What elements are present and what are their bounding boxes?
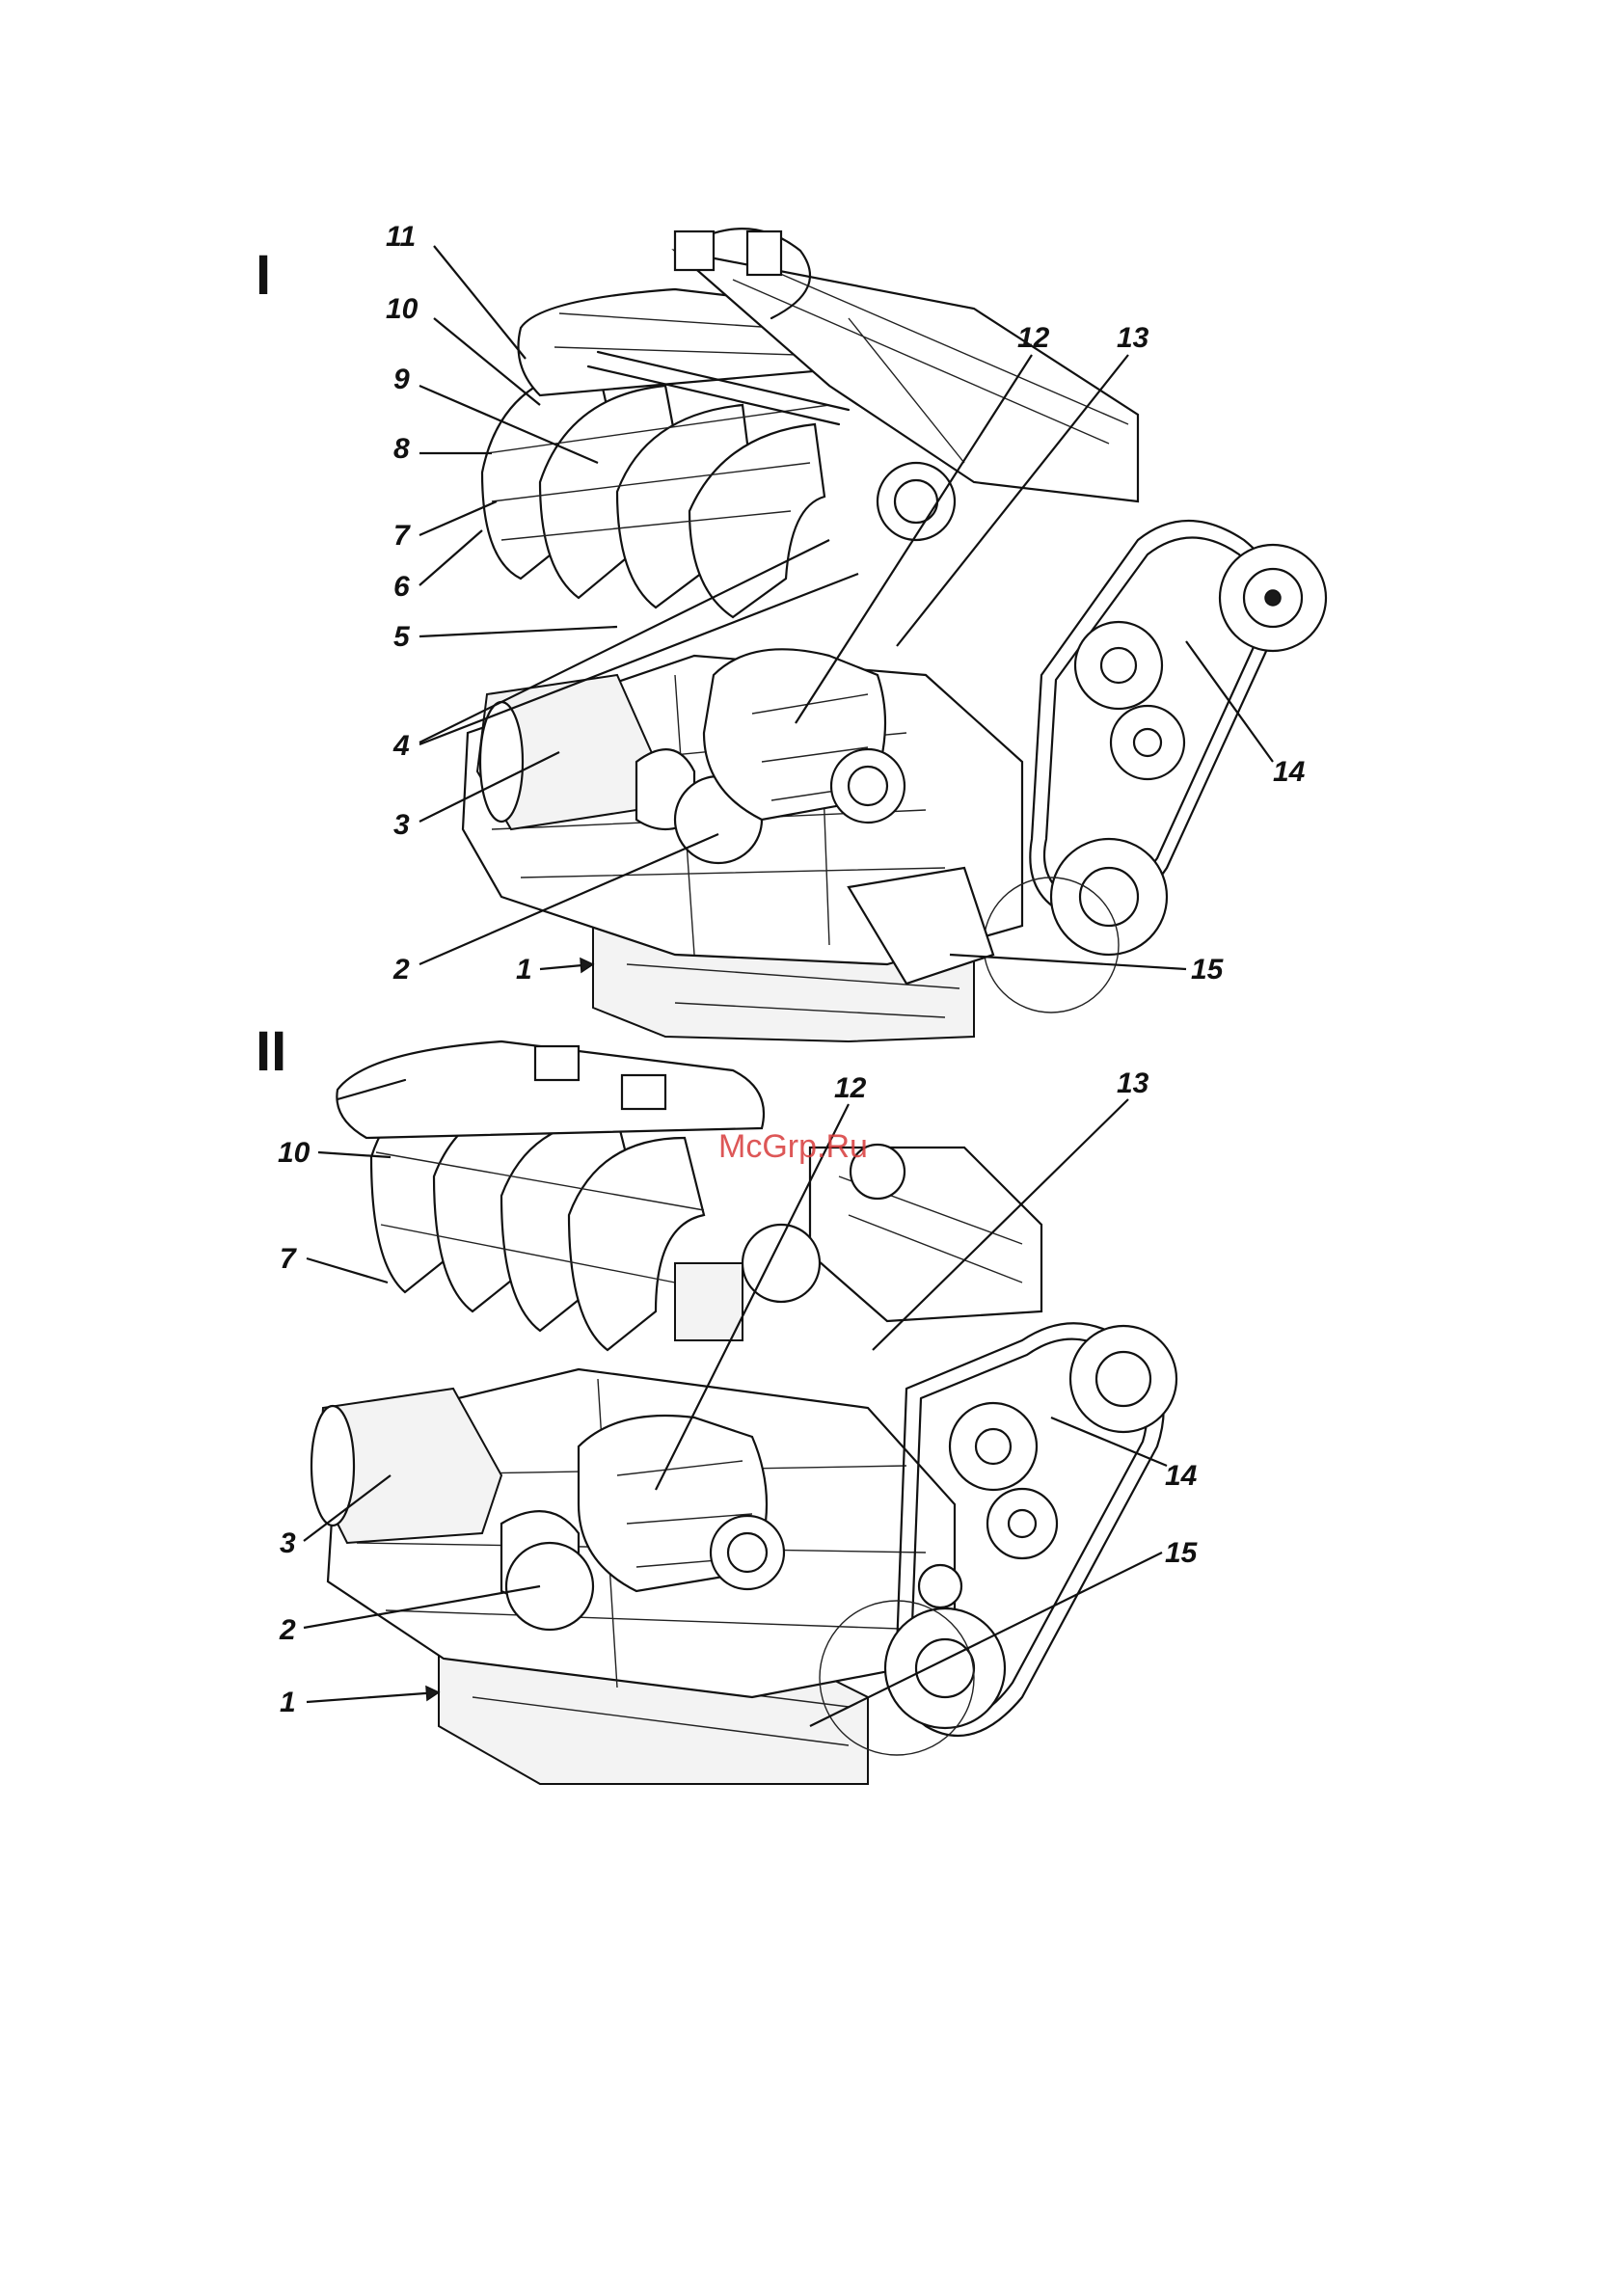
section-label-I: I [256,244,271,307]
callout-II-14: 14 [1165,1460,1198,1492]
callout-II-1: 1 [280,1687,296,1718]
callout-I-12: 12 [1017,322,1050,354]
callout-II-15: 15 [1165,1537,1199,1569]
watermark-text: McGrp.Ru [718,1128,868,1165]
callout-II-10: 10 [278,1137,311,1169]
callout-I-15: 15 [1191,954,1225,986]
callout-I-1: 1 [516,954,532,986]
section-label-II: II [256,1020,286,1083]
engine-illustration-view-I: I [256,229,1326,1041]
callout-II-7: 7 [280,1243,297,1275]
callout-I-14: 14 [1273,756,1306,788]
callout-II-2: 2 [279,1614,296,1646]
callout-I-13: 13 [1117,322,1149,354]
callout-I-3: 3 [393,809,410,841]
callout-I-2: 2 [392,954,410,986]
callout-II-12: 12 [834,1072,867,1104]
callout-II-3: 3 [280,1527,296,1559]
callout-I-7: 7 [393,520,411,552]
engine-illustration-view-II: II [256,1020,1176,1784]
callout-I-8: 8 [393,433,410,465]
callout-I-6: 6 [393,571,410,603]
callout-I-10: 10 [386,293,419,325]
callout-II-13: 13 [1117,1067,1149,1099]
callout-I-9: 9 [393,364,410,395]
callout-I-11: 11 [386,221,416,253]
callout-I-4: 4 [392,730,410,762]
callout-I-5: 5 [393,621,411,653]
